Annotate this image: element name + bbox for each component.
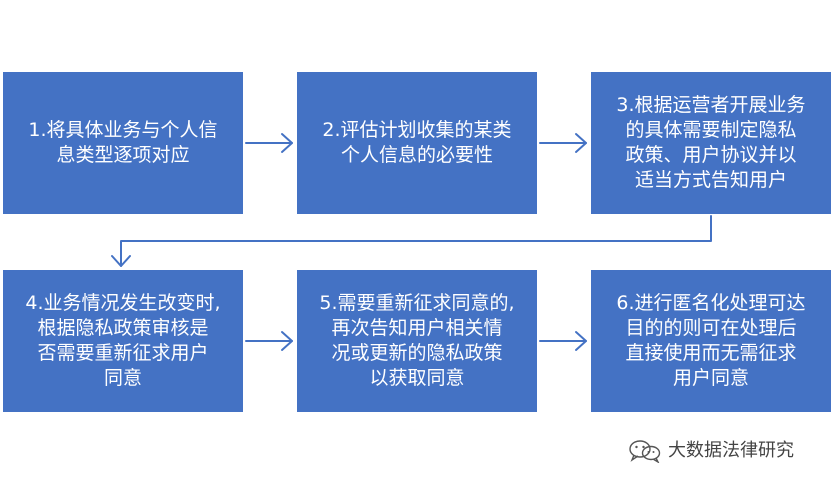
step-4-box: 4.业务情况发生改变时, 根据隐私政策审核是 否需要重新征求用户 同意 (3, 270, 243, 412)
watermark-text: 大数据法律研究 (668, 440, 794, 461)
step-2-label: 2.评估计划收集的某类 个人信息的必要性 (322, 119, 512, 166)
step-3-label: 3.根据运营者开展业务 的具体需要制定隐私 政策、用户协议并以 适当方式告知用户 (616, 94, 806, 191)
arrow-1-to-2 (245, 133, 293, 153)
step-3-box: 3.根据运营者开展业务 的具体需要制定隐私 政策、用户协议并以 适当方式告知用户 (591, 72, 831, 214)
arrow-2-to-3 (539, 133, 587, 153)
arrow-3-to-4 (111, 215, 712, 267)
step-1-label: 1.将具体业务与个人信 息类型逐项对应 (28, 119, 218, 166)
step-5-label: 5.需要重新征求同意的, 再次告知用户相关情 况或更新的隐私政策 以获取同意 (319, 292, 515, 389)
step-6-box: 6.进行匿名化处理可达 目的的则可在处理后 直接使用而无需征求 用户同意 (591, 270, 831, 412)
arrow-4-to-5 (245, 331, 293, 351)
arrow-5-to-6 (539, 331, 587, 351)
step-2-box: 2.评估计划收集的某类 个人信息的必要性 (297, 72, 537, 214)
step-1-box: 1.将具体业务与个人信 息类型逐项对应 (3, 72, 243, 214)
step-5-box: 5.需要重新征求同意的, 再次告知用户相关情 况或更新的隐私政策 以获取同意 (297, 270, 537, 412)
step-4-label: 4.业务情况发生改变时, 根据隐私政策审核是 否需要重新征求用户 同意 (25, 292, 221, 389)
step-6-label: 6.进行匿名化处理可达 目的的则可在处理后 直接使用而无需征求 用户同意 (616, 292, 806, 389)
wechat-icon (629, 440, 661, 463)
watermark: 大数据法律研究 (628, 438, 794, 464)
